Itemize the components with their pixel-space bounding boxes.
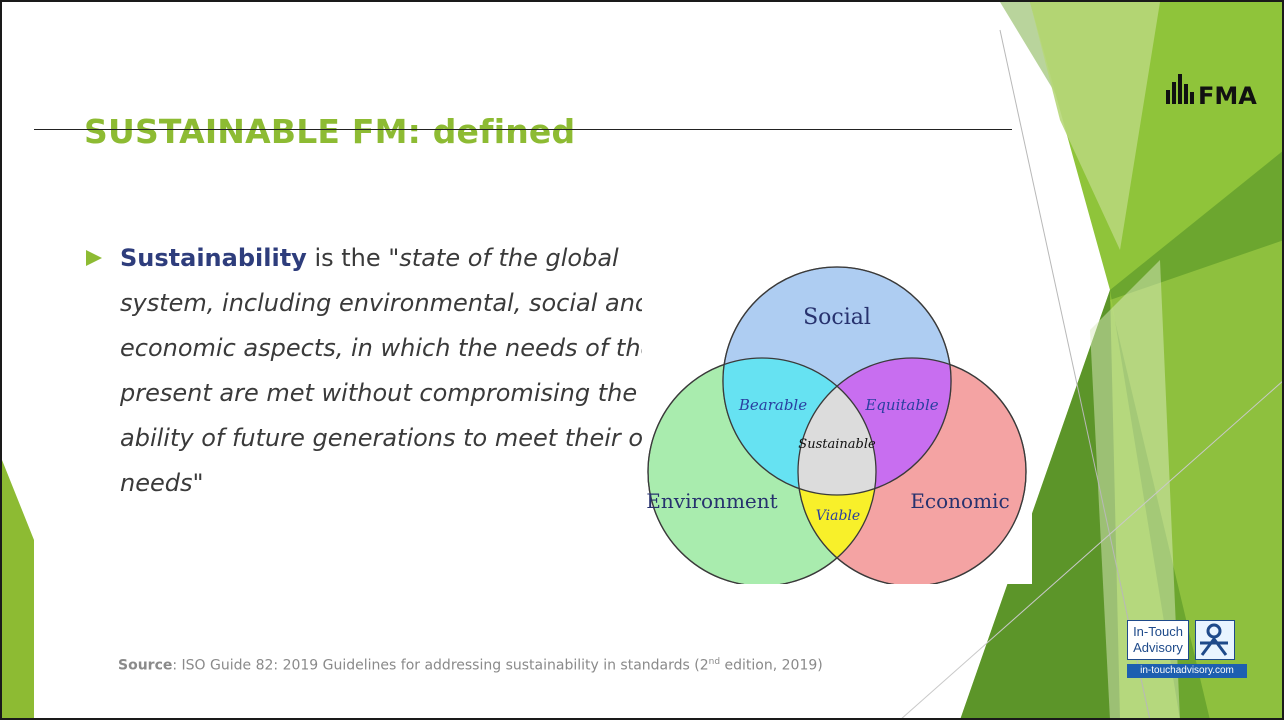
fma-logo: FMA bbox=[1166, 70, 1272, 114]
economic-label: Economic bbox=[910, 489, 1009, 513]
bearable-label: Bearable bbox=[738, 396, 807, 414]
viable-label: Viable bbox=[816, 508, 860, 524]
source-text-a: : ISO Guide 82: 2019 Guidelines for addr… bbox=[172, 657, 709, 674]
definition-keyword: Sustainability bbox=[120, 244, 307, 272]
fma-logo-text: FMA bbox=[1198, 82, 1257, 110]
sustainable-label: Sustainable bbox=[798, 437, 876, 452]
bullet-arrow-icon bbox=[86, 250, 102, 266]
environment-label: Environment bbox=[646, 489, 777, 513]
definition-text: Sustainability is the "state of the glob… bbox=[120, 236, 680, 506]
slide-title: SUSTAINABLE FM: defined bbox=[84, 112, 576, 151]
sustainable-region bbox=[798, 358, 876, 495]
intouch-url: in-touchadvisory.com bbox=[1127, 664, 1247, 678]
fma-bars-icon: FMA bbox=[1166, 74, 1257, 110]
social-label: Social bbox=[803, 305, 871, 330]
title-underline bbox=[34, 129, 1012, 130]
intouch-line1: In-Touch bbox=[1133, 624, 1183, 639]
definition-close: " bbox=[192, 469, 204, 497]
source-label: Source bbox=[118, 657, 173, 674]
source-superscript: nd bbox=[708, 657, 721, 667]
definition-lead: is the " bbox=[306, 244, 400, 272]
source-citation: Source: ISO Guide 82: 2019 Guidelines fo… bbox=[118, 657, 823, 674]
intouch-figure-icon bbox=[1195, 620, 1235, 660]
definition-quote: state of the global system, including en… bbox=[120, 244, 678, 497]
venn-diagram: Social Environment Economic Bearable Equ… bbox=[646, 266, 1027, 584]
intouch-line2: Advisory bbox=[1133, 640, 1183, 655]
source-text-b: edition, 2019) bbox=[720, 657, 823, 674]
equitable-label: Equitable bbox=[864, 396, 938, 414]
